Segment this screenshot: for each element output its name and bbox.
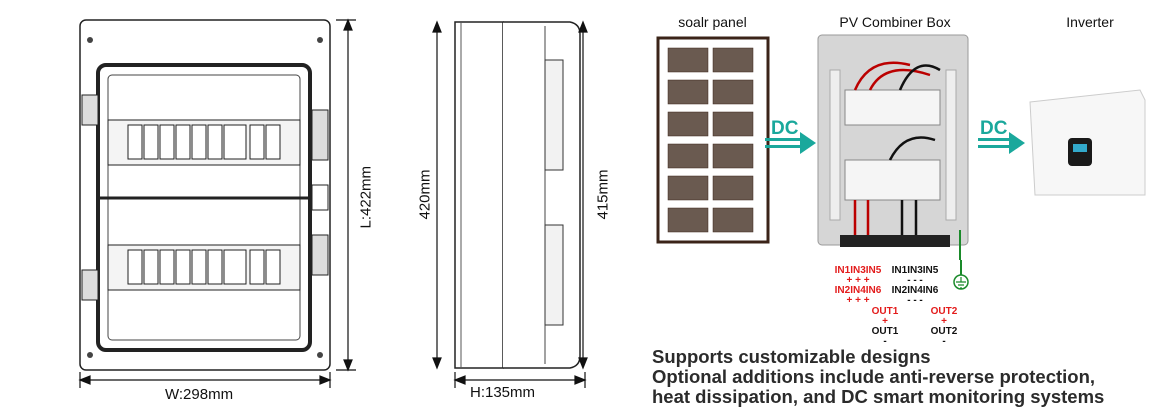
- solar-panel-title: soalr panel: [678, 14, 747, 30]
- description: Supports customizable designs Optional a…: [652, 346, 1105, 407]
- outer-height-label: 420mm: [416, 169, 434, 220]
- enclosure-drawings: [78, 18, 588, 388]
- side-view: [454, 21, 581, 369]
- front-dimension-lines: [78, 18, 356, 388]
- solar-panel-image: [656, 36, 770, 244]
- ground-icon: [953, 260, 969, 290]
- system-diagram: [656, 34, 1146, 260]
- dc-label-2: DC: [980, 118, 1008, 139]
- front-view: [79, 19, 331, 371]
- combiner-box-image: [817, 34, 969, 260]
- dc-label-1: DC: [771, 118, 799, 139]
- inner-height-label: 415mm: [594, 169, 612, 220]
- dc-arrow-1: [765, 132, 816, 154]
- length-label: L:422mm: [357, 165, 375, 229]
- black-inputs-label: IN1IN3IN5 - - - IN2IN4IN6 - - -: [891, 265, 939, 306]
- inverter-title: Inverter: [1066, 14, 1114, 30]
- inverter-image: [1029, 89, 1146, 196]
- side-dimension-lines: [432, 20, 588, 388]
- combiner-title: PV Combiner Box: [839, 14, 951, 30]
- out1-label: OUT1 + OUT1 -: [871, 306, 899, 347]
- red-inputs-label: IN1IN3IN5 + + + IN2IN4IN6 + + +: [834, 265, 882, 306]
- out2-label: OUT2 + OUT2 -: [930, 306, 958, 347]
- depth-label: H:135mm: [470, 384, 536, 401]
- dc-arrow-2: [978, 132, 1025, 154]
- width-label: W:298mm: [165, 386, 234, 403]
